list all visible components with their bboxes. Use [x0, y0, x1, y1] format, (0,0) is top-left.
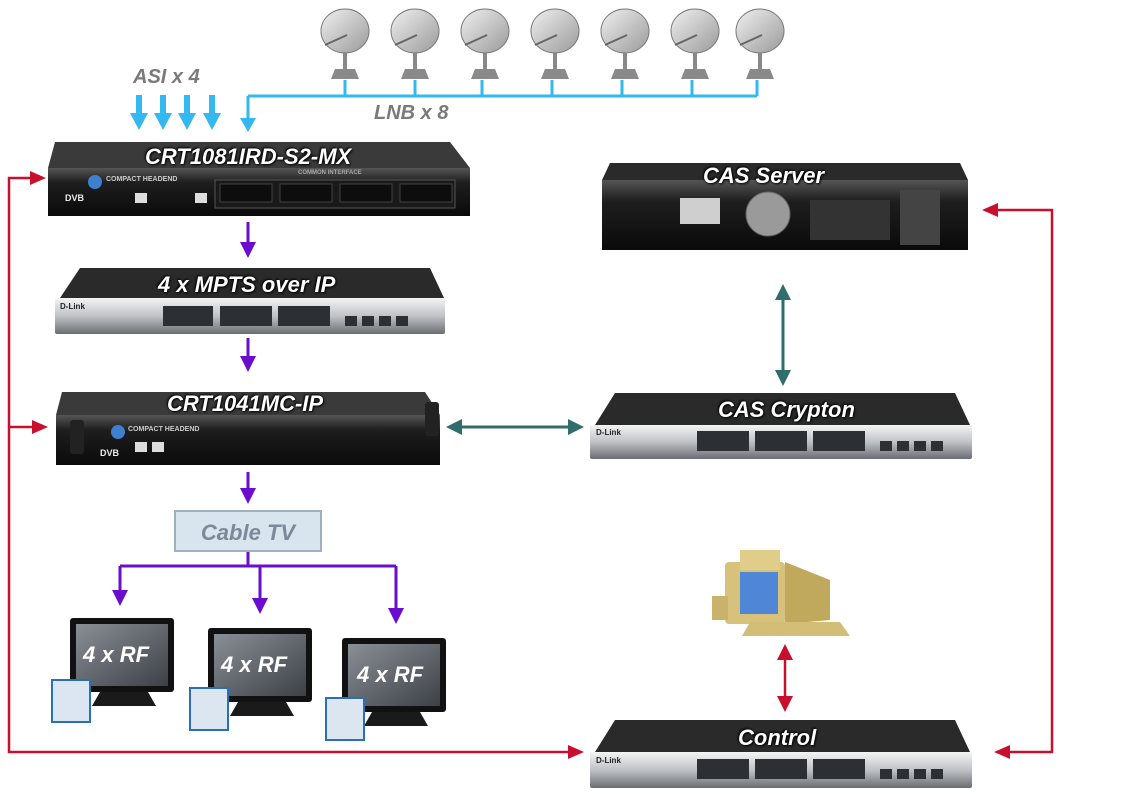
modulator-dvb-text: DVB: [100, 448, 120, 458]
cas-crypton-device: [590, 393, 972, 459]
tv-2: [189, 628, 312, 731]
tv-1: [51, 618, 174, 723]
receiver-dvb-text: DVB: [65, 193, 85, 203]
switch-mpts-label: 4 x MPTS over IP: [158, 272, 336, 297]
satellite-dish-icon: [600, 8, 650, 79]
cas-crypton-label: CAS Crypton: [718, 397, 855, 422]
modulator-device: [56, 392, 440, 465]
control-label: Control: [738, 725, 817, 750]
control-switch-brand-text: D-Link: [596, 756, 621, 765]
smart-card-icon: [51, 679, 91, 723]
asi-arrows: [130, 95, 221, 130]
receiver-brand-text: COMPACT HEADEND: [106, 176, 178, 183]
tv-1-label: 4 x RF: [83, 642, 150, 667]
receiver-device: [48, 142, 470, 216]
cable-tv-label: Cable TV: [200, 520, 296, 545]
brand-logo-icon: [111, 425, 125, 439]
tv-3-label: 4 x RF: [357, 662, 424, 687]
modulator-brand-text: COMPACT HEADEND: [128, 426, 200, 433]
modulator-label: CRT1041MC-IP: [167, 391, 324, 416]
satellite-dish-icon: [460, 8, 510, 79]
cas-server-device: [602, 163, 968, 250]
fan-icon: [745, 191, 791, 237]
switch-mpts-device: [55, 268, 445, 334]
satellite-dish-icon: [390, 8, 440, 79]
satellite-dishes: [320, 8, 785, 79]
common-interface-text: COMMON INTERFACE: [298, 170, 362, 176]
teal-links: [446, 284, 791, 435]
smart-card-icon: [189, 687, 229, 731]
lnb-bus: [240, 80, 759, 132]
tv-2-label: 4 x RF: [221, 652, 288, 677]
lnb-label: LNB x 8: [374, 102, 449, 124]
switch-mpts-brand-text: D-Link: [60, 302, 85, 311]
smart-card-icon: [325, 697, 365, 741]
asi-label: ASI x 4: [133, 66, 200, 88]
red-control-links: [7, 171, 1054, 759]
satellite-dish-icon: [530, 8, 580, 79]
satellite-dish-icon: [735, 8, 785, 79]
cas-server-label: CAS Server: [703, 163, 825, 188]
control-switch-device: [590, 720, 972, 788]
control-pc-icon: [712, 550, 850, 636]
cas-crypton-brand-text: D-Link: [596, 428, 621, 437]
cable-tv-box: Cable TV: [174, 510, 322, 552]
receiver-label: CRT1081IRD-S2-MX: [145, 144, 352, 169]
brand-logo-icon: [88, 175, 102, 189]
satellite-dish-icon: [320, 8, 370, 79]
tv-3: [325, 638, 446, 741]
purple-flow: [112, 222, 404, 624]
satellite-dish-icon: [670, 8, 720, 79]
